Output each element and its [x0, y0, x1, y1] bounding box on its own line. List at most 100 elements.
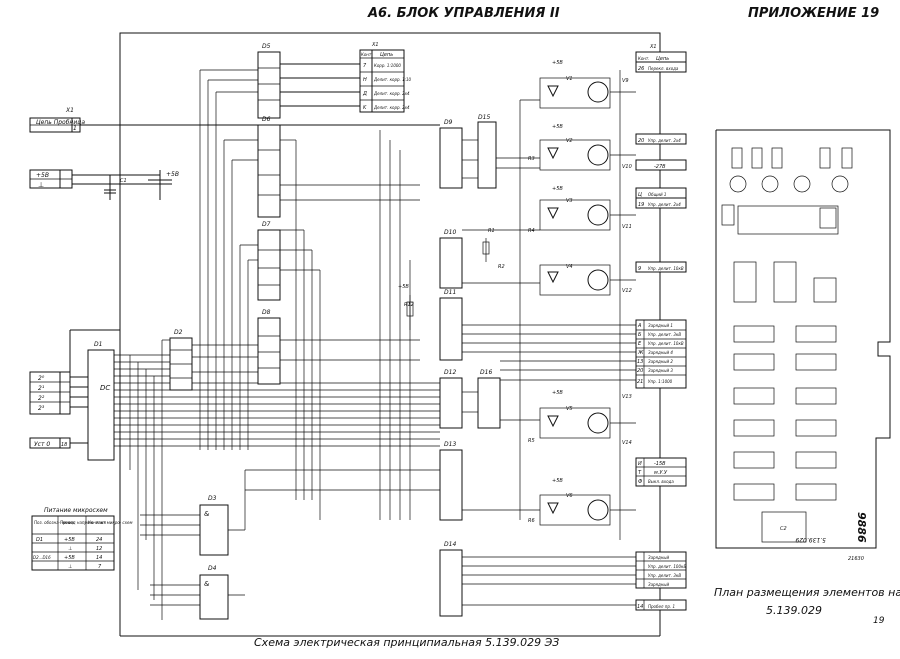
svg-text:Конт.: Конт. [638, 56, 650, 61]
svg-text:+5В: +5В [64, 537, 75, 543]
svg-text:Упр. 1:1000: Упр. 1:1000 [648, 379, 673, 384]
transistor-v3: V3 +5В [539, 186, 611, 231]
resistor-r3: R3 [528, 156, 535, 162]
chip-d4: D4 & [150, 565, 245, 620]
board-caption: План размещения элементов на плат [714, 586, 900, 599]
svg-text:&: & [204, 580, 210, 588]
input-connector: Цепь Пробница 1 X1 +5В ⊥ C1 +5В 2⁰ 2¹ 2²… [29, 107, 440, 449]
diode-v11: V11 [622, 224, 632, 230]
transistor-v6: V6 +5В [539, 478, 611, 526]
appendix-label: ПРИЛОЖЕНИЕ 19 [748, 6, 880, 21]
resistor-r12: R12 [404, 302, 414, 308]
resistor-r5: R5 [528, 438, 535, 444]
svg-text:20: 20 [638, 138, 644, 144]
middle-bus [192, 69, 440, 530]
bus-lines [114, 339, 440, 620]
schematic-caption: Схема электрическая принципиальная 5.139… [254, 636, 560, 649]
chip-d9: D9 [439, 119, 463, 189]
svg-text:Т: Т [638, 470, 642, 476]
svg-text:Делит. корр. 1:10: Делит. корр. 1:10 [373, 77, 412, 82]
svg-text:Зарядный 1: Зарядный 1 [648, 323, 673, 328]
svg-text:м.У.У: м.У.У [654, 470, 668, 476]
svg-text:Пробел пр. 1: Пробел пр. 1 [648, 604, 675, 609]
svg-text:7: 7 [98, 564, 102, 570]
chip-d12: D12 [439, 369, 463, 429]
svg-text:+5В: +5В [552, 186, 563, 192]
diode-v14: V14 [622, 440, 632, 446]
svg-text:14: 14 [637, 604, 643, 610]
svg-text:V2: V2 [566, 138, 573, 144]
svg-text:D13: D13 [444, 441, 456, 448]
resistor-r1: R1 [488, 228, 495, 234]
svg-text:D9: D9 [444, 119, 453, 126]
board-code: 21630 [848, 556, 864, 562]
svg-text:Поз. обозна- чение: Поз. обозна- чение [34, 520, 74, 525]
svg-text:D10: D10 [444, 229, 456, 236]
svg-text:13: 13 [637, 359, 643, 365]
svg-text:20: 20 [637, 368, 643, 374]
chip-d8: D8 [257, 309, 281, 385]
svg-text:D1: D1 [94, 341, 102, 348]
svg-text:Упр. делит. 2x4: Упр. делит. 2x4 [648, 138, 681, 143]
chip-d14: D14 [439, 541, 463, 617]
svg-text:X1: X1 [371, 42, 379, 48]
svg-text:Делит. корр. 2x4: Делит. корр. 2x4 [373, 91, 410, 96]
svg-text:Зарядный 2: Зарядный 2 [648, 359, 673, 364]
svg-text:14: 14 [96, 555, 102, 561]
svg-text:V6: V6 [566, 493, 573, 499]
svg-text:Упр. делит. 3кВ: Упр. делит. 3кВ [648, 332, 681, 337]
svg-text:Упр. делит. 2x4: Упр. делит. 2x4 [648, 202, 681, 207]
svg-text:D2: D2 [174, 329, 183, 336]
svg-text:Цепь: Цепь [656, 56, 669, 62]
svg-text:26: 26 [638, 66, 644, 72]
svg-text:7: 7 [363, 63, 367, 69]
svg-text:V1: V1 [566, 76, 573, 82]
svg-text:D3: D3 [208, 495, 217, 502]
svg-text:9: 9 [638, 266, 641, 272]
conn-pin-1: 1 [73, 125, 77, 132]
transistor-v4: V4 [539, 264, 611, 296]
resistor-r4: R4 [528, 228, 535, 234]
svg-text:Ф: Ф [638, 479, 643, 485]
svg-text:D1: D1 [36, 537, 43, 543]
svg-text:Контакт микро- схем: Контакт микро- схем [88, 520, 132, 525]
conn-label-7: 2³ [38, 405, 45, 412]
svg-text:+5В: +5В [552, 390, 563, 396]
supply-label-main: +5В [166, 171, 179, 178]
svg-text:⊥: ⊥ [68, 546, 72, 552]
svg-text:V3: V3 [566, 198, 573, 204]
page-number: 19 [873, 616, 885, 626]
svg-text:Цепь: Цепь [380, 52, 393, 58]
svg-text:Ж: Ж [637, 350, 644, 356]
svg-text:Провод напряж- ения: Провод напряж- ения [60, 520, 106, 525]
svg-text:D2...D16: D2...D16 [33, 555, 51, 560]
svg-text:Корр. 1:1000: Корр. 1:1000 [374, 63, 401, 68]
svg-text:19: 19 [638, 202, 644, 208]
chip-d11: D11 [439, 289, 463, 361]
svg-text:Д: Д [362, 91, 367, 97]
chip-d2: D2 [169, 329, 193, 391]
svg-text:D7: D7 [262, 221, 271, 228]
sheet-title: А6. БЛОК УПРАВЛЕНИЯ II [368, 6, 560, 21]
board-small-label: 5.139.029 [795, 536, 826, 543]
transistor-v1: V1 +5В [539, 60, 611, 109]
svg-text:+5В: +5В [64, 555, 75, 561]
svg-text:Конт.: Конт. [361, 52, 373, 57]
chip-d16: D16 [462, 369, 501, 429]
svg-text:И: И [638, 461, 642, 467]
chip-d3: D3 & [140, 495, 245, 556]
svg-text:24: 24 [96, 537, 102, 543]
diode-v13: V13 [622, 394, 632, 400]
svg-text:⊥: ⊥ [68, 564, 72, 570]
svg-text:Общий 1: Общий 1 [648, 192, 666, 197]
svg-text:-15В: -15В [654, 461, 666, 467]
right-connector: Конт. Цепь X1 26 Перекл. входа 20 Упр. д… [462, 44, 687, 611]
svg-text:D8: D8 [262, 309, 271, 316]
svg-text:K: K [363, 105, 367, 111]
svg-text:21: 21 [637, 379, 643, 385]
svg-text:Е: Е [638, 341, 642, 347]
chip-d15: D15 [462, 114, 497, 189]
svg-text:H: H [363, 77, 367, 83]
conn-label-1: Цепь Пробница [36, 119, 85, 126]
